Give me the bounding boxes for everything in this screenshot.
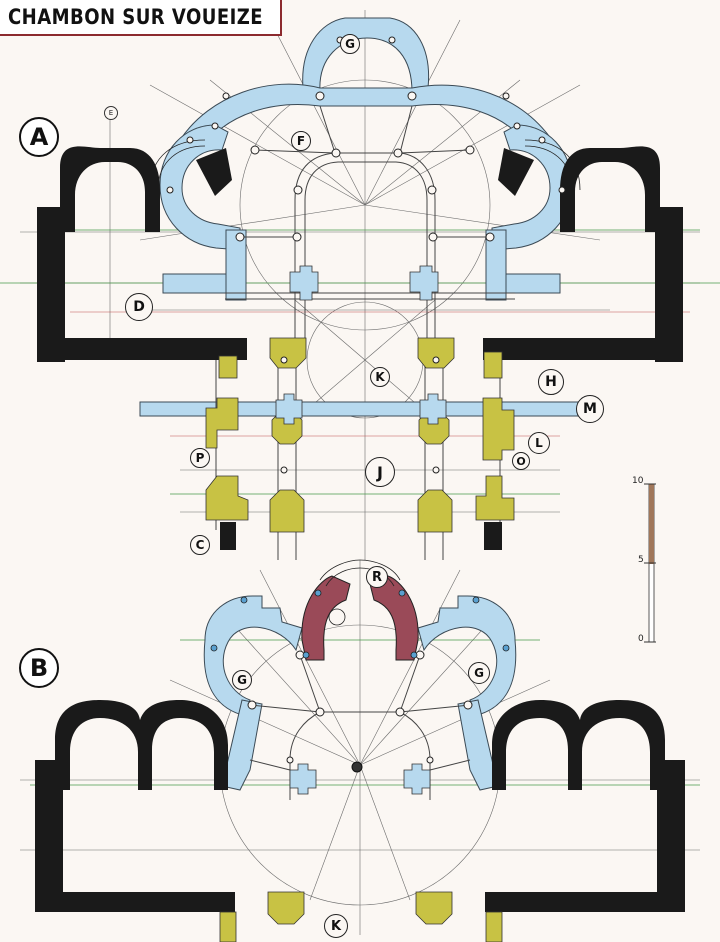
- callout-p: P: [190, 448, 210, 468]
- outer-walls-a: [37, 146, 683, 550]
- nave-piers-b: [219, 891, 503, 942]
- plan-label-a: A: [19, 117, 59, 157]
- radiating-chapels-a: [139, 17, 601, 417]
- blue-column-dots-b: [210, 589, 510, 659]
- callout-k-a: K: [370, 367, 390, 387]
- center-marker-b: [351, 761, 363, 773]
- callout-g-left: G: [232, 670, 252, 690]
- callout-k-b: K: [324, 914, 348, 938]
- apse-ribs-b: [249, 654, 471, 800]
- callout-h: H: [538, 369, 564, 395]
- crossing-piers-a: [275, 265, 447, 425]
- callout-j: J: [365, 457, 395, 487]
- plan-b: [20, 559, 700, 942]
- outer-walls-b: [35, 700, 685, 912]
- scale-bar: [644, 483, 656, 643]
- callout-e: E: [104, 106, 118, 120]
- callout-d: D: [125, 293, 153, 321]
- title-banner: CHAMBON SUR VOUEIZE: [0, 0, 282, 36]
- radiating-chapels-b: [203, 595, 517, 791]
- callout-m: M: [576, 395, 604, 423]
- axial-chapel-b: [301, 575, 419, 661]
- column-dots-b: [247, 650, 473, 764]
- plan-label-b: B: [19, 648, 59, 688]
- left-chapel-fragment-a: [196, 148, 232, 196]
- callout-f: F: [291, 131, 311, 151]
- page-title: CHAMBON SUR VOUEIZE: [8, 5, 264, 29]
- scale-tick-5: 5: [638, 555, 644, 565]
- callout-c: C: [190, 535, 210, 555]
- callout-o: O: [512, 452, 530, 470]
- callout-g-top: G: [340, 34, 360, 54]
- right-chapel-fragment-a: [498, 148, 534, 196]
- callout-r: R: [366, 566, 388, 588]
- nave-piers-a: [205, 337, 515, 533]
- scale-tick-10: 10: [632, 476, 644, 486]
- crossing-piers-b: [289, 763, 431, 795]
- scale-tick-0: 0: [638, 634, 644, 644]
- callout-g-right: G: [468, 662, 490, 684]
- callout-l: L: [528, 432, 550, 454]
